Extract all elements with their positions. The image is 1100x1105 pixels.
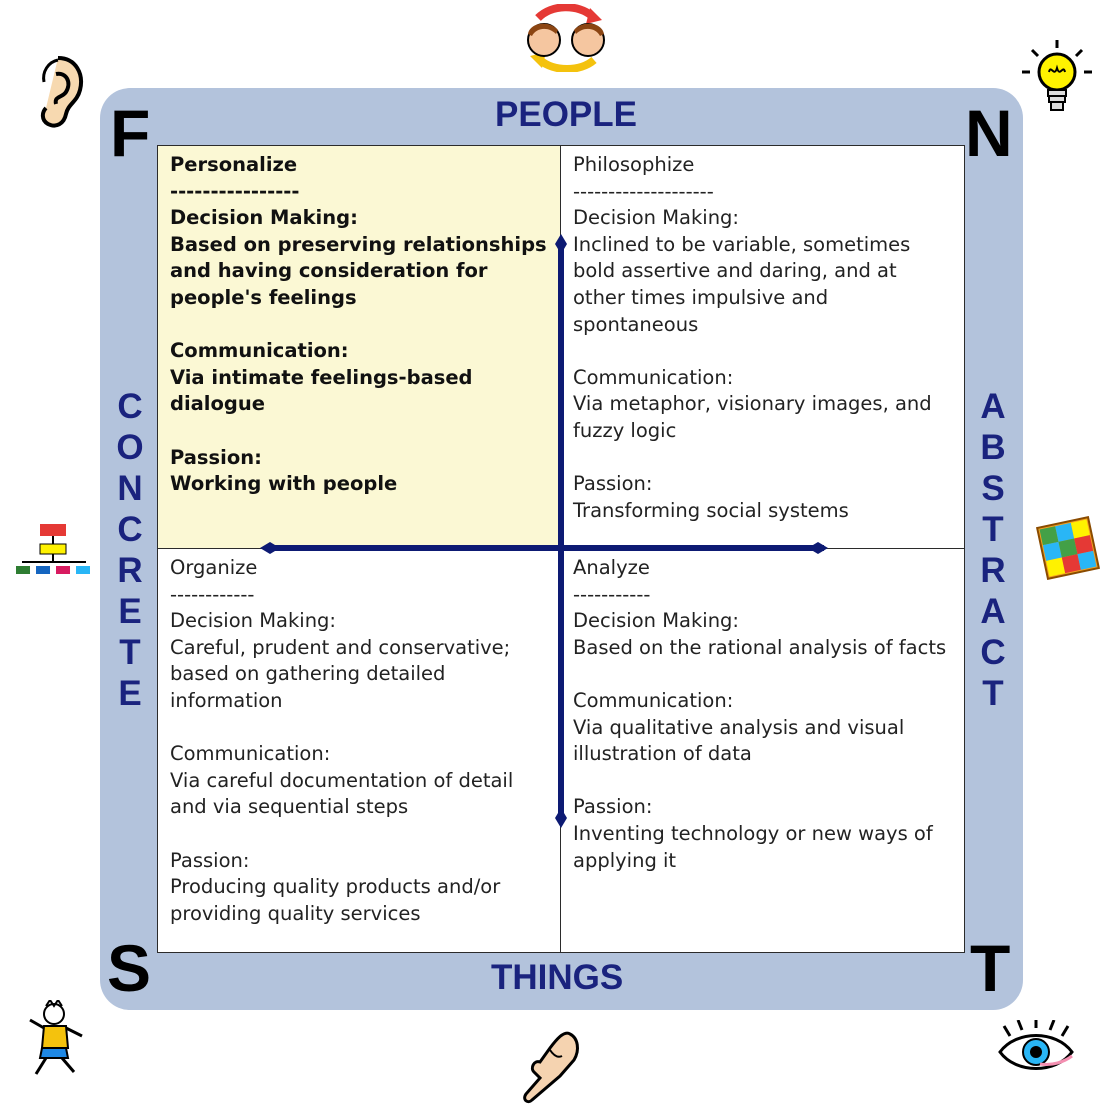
- axis-left-letter: N: [117, 469, 143, 508]
- quadrant-title: Personalize: [170, 153, 298, 176]
- dancing-person-icon: [29, 1000, 83, 1075]
- communication-text: Via intimate feelings-based dialogue: [170, 365, 473, 416]
- decision-text: Based on preserving relationships and ha…: [170, 232, 547, 309]
- quadrant-title: Organize: [170, 556, 258, 579]
- horizontal-arrow-left-head: [260, 542, 280, 554]
- passion-text: Producing quality products and/or provid…: [170, 875, 501, 925]
- axis-left-letter: C: [117, 387, 143, 426]
- quadrant-title: Analyze: [573, 556, 650, 579]
- passion-text: Inventing technology or new ways of appl…: [573, 821, 933, 872]
- axis-label-right: A B S T R A C T: [973, 386, 1013, 714]
- axis-left-letter: R: [117, 551, 143, 590]
- axis-right-letter: C: [980, 633, 1006, 672]
- passion-text: Transforming social systems: [573, 498, 849, 522]
- decision-label: Decision Making:: [573, 609, 740, 633]
- vertical-arrow-bottom-head: [555, 808, 567, 828]
- communication-label: Communication:: [170, 339, 349, 363]
- passion-label: Passion:: [170, 445, 262, 469]
- quadrant-organize: Organize ------------ Decision Making: C…: [158, 549, 561, 952]
- decision-text: Careful, prudent and conservative; based…: [170, 635, 511, 712]
- puzzle-icon: [1036, 516, 1100, 580]
- quadrant-separator: ----------------: [170, 179, 300, 203]
- vertical-arrow-top-head: [555, 234, 567, 254]
- axis-right-letter: B: [980, 428, 1006, 467]
- quadrant-separator: --------------------: [573, 179, 714, 203]
- axis-right-letter: T: [982, 674, 1004, 713]
- decision-label: Decision Making:: [170, 206, 358, 230]
- axis-label-left: C O N C R E T E: [110, 386, 150, 714]
- passion-label: Passion:: [573, 472, 653, 496]
- decision-label: Decision Making:: [170, 609, 337, 633]
- corner-letter-n: N: [965, 96, 1013, 170]
- corner-letter-t: T: [970, 931, 1011, 1005]
- quadrant-philosophize: Philosophize -------------------- Decisi…: [561, 146, 964, 549]
- quadrant-separator: ------------: [170, 582, 255, 606]
- passion-label: Passion:: [170, 848, 250, 872]
- quadrant-separator: -----------: [573, 582, 651, 606]
- axis-left-letter: T: [119, 633, 141, 672]
- communication-text: Via careful documentation of detail and …: [170, 768, 514, 819]
- quadrant-analyze: Analyze ----------- Decision Making: Bas…: [561, 549, 964, 952]
- communication-label: Communication:: [170, 742, 331, 766]
- axis-left-letter: C: [117, 510, 143, 549]
- ear-icon: [40, 56, 83, 128]
- passion-label: Passion:: [573, 795, 653, 819]
- pointing-hand-icon: [523, 1031, 579, 1104]
- decision-text: Based on the rational analysis of facts: [573, 635, 947, 659]
- axis-left-letter: E: [118, 592, 142, 631]
- decision-label: Decision Making:: [573, 206, 740, 230]
- communication-label: Communication:: [573, 688, 734, 712]
- decision-text: Inclined to be variable, sometimes bold …: [573, 232, 911, 336]
- lightbulb-icon: [1022, 40, 1092, 111]
- two-faces-exchange-icon: [527, 4, 605, 72]
- axis-label-bottom: THINGS: [491, 958, 624, 997]
- communication-text: Via metaphor, visionary images, and fuzz…: [573, 392, 932, 442]
- axis-right-letter: T: [982, 510, 1004, 549]
- axis-left-letter: E: [118, 674, 142, 713]
- corner-letter-s: S: [107, 931, 152, 1005]
- communication-label: Communication:: [573, 365, 734, 389]
- quadrant-grid: Personalize ---------------- Decision Ma…: [157, 145, 965, 953]
- axis-left-letter: O: [116, 428, 144, 467]
- axis-right-letter: S: [981, 469, 1005, 508]
- axis-right-letter: A: [980, 592, 1006, 631]
- passion-text: Working with people: [170, 472, 398, 496]
- corner-letter-f: F: [110, 96, 151, 170]
- axis-right-letter: A: [980, 387, 1006, 426]
- quadrant-title: Philosophize: [573, 153, 695, 176]
- communication-text: Via qualitative analysis and visual illu…: [573, 715, 905, 766]
- axis-label-top: PEOPLE: [495, 95, 637, 134]
- horizontal-arrow-right-head: [808, 542, 828, 554]
- eye-icon: [998, 1020, 1074, 1070]
- axis-right-letter: R: [980, 551, 1006, 590]
- quadrant-personalize: Personalize ---------------- Decision Ma…: [158, 146, 561, 549]
- org-chart-icon: [16, 524, 90, 574]
